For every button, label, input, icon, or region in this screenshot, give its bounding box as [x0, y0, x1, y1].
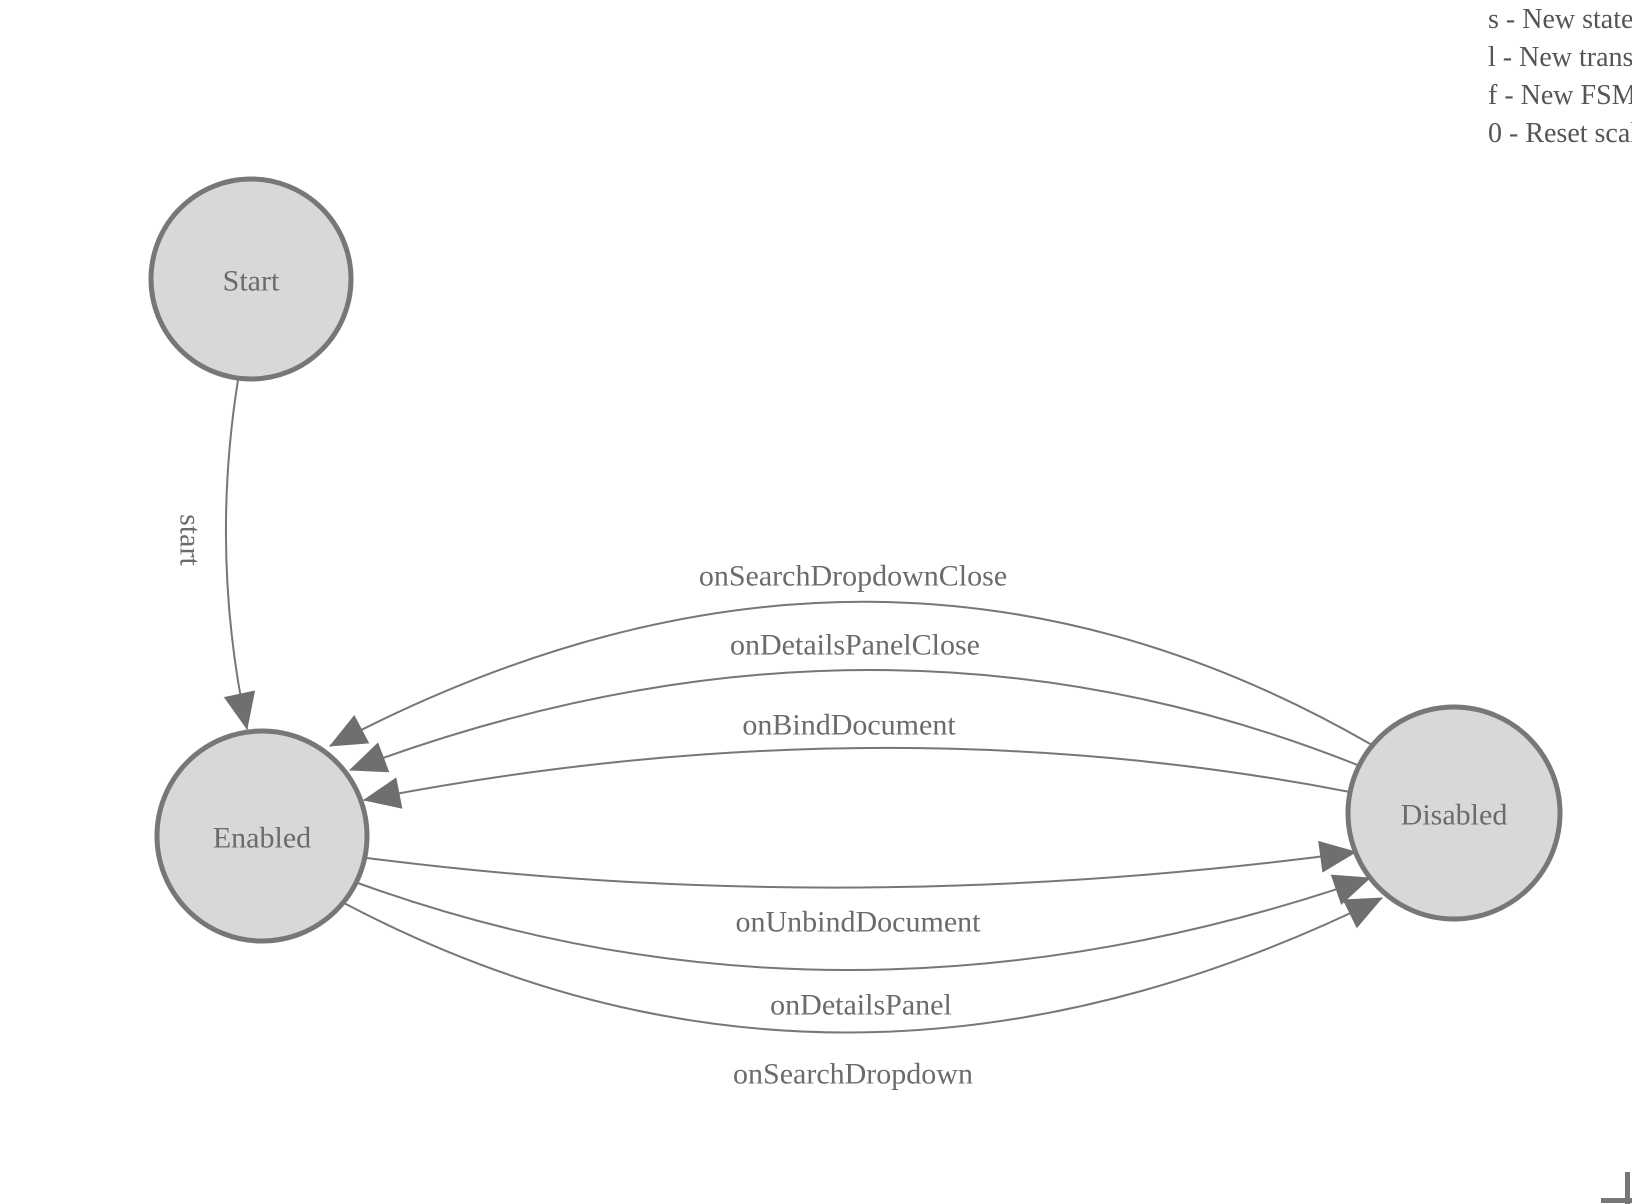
- state-label-disabled: Disabled: [1401, 799, 1508, 832]
- edge-onBindDocument[interactable]: [363, 746, 1351, 809]
- state-label-start: Start: [223, 265, 280, 298]
- corner-horizontal-bar: [1601, 1198, 1632, 1203]
- edges-layer: [223, 379, 1383, 1034]
- shortcut-legend: s - New state l - New transition f - New…: [1488, 1, 1632, 153]
- edge-label-onUnbindDocument: onUnbindDocument: [736, 906, 982, 939]
- edge-label-onSearchDropdown: onSearchDropdown: [733, 1058, 973, 1091]
- legend-item-reset-scale: 0 - Reset scale: [1488, 118, 1632, 149]
- state-circle-start[interactable]: [148, 176, 354, 382]
- legend-item-new-transition: l - New transition: [1488, 42, 1632, 73]
- state-label-enabled: Enabled: [213, 822, 311, 855]
- edge-label-onBindDocument: onBindDocument: [742, 709, 956, 742]
- nodes-layer: Start Enabled Disabled: [148, 176, 1563, 944]
- state-node-start: Start: [148, 176, 354, 382]
- state-node-disabled: Disabled: [1345, 704, 1563, 922]
- edge-onDetailsPanelClose[interactable]: [349, 669, 1361, 773]
- legend-item-new-state: s - New state: [1488, 4, 1632, 35]
- state-circle-disabled[interactable]: [1345, 704, 1563, 922]
- offscreen-element-corner: [1601, 1172, 1632, 1204]
- edge-labels-layer: start onSearchDropdownClose onDetailsPan…: [174, 514, 1008, 1090]
- state-node-enabled: Enabled: [154, 728, 370, 944]
- edge-start[interactable]: [223, 379, 256, 730]
- edge-label-onDetailsPanelClose: onDetailsPanelClose: [730, 629, 980, 662]
- edge-label-onSearchDropdownClose: onSearchDropdownClose: [699, 560, 1007, 593]
- state-circle-enabled[interactable]: [154, 728, 370, 944]
- legend-item-new-fsm: f - New FSM: [1488, 80, 1632, 111]
- edge-onSearchDropdownClose[interactable]: [329, 600, 1373, 747]
- edge-label-onDetailsPanel: onDetailsPanel: [770, 989, 952, 1022]
- edge-onSearchDropdown[interactable]: [341, 897, 1383, 1034]
- edge-onUnbindDocument[interactable]: [366, 840, 1357, 889]
- edge-label-start: start: [174, 514, 207, 566]
- edge-onDetailsPanel[interactable]: [354, 874, 1371, 971]
- corner-vertical-bar: [1625, 1172, 1630, 1204]
